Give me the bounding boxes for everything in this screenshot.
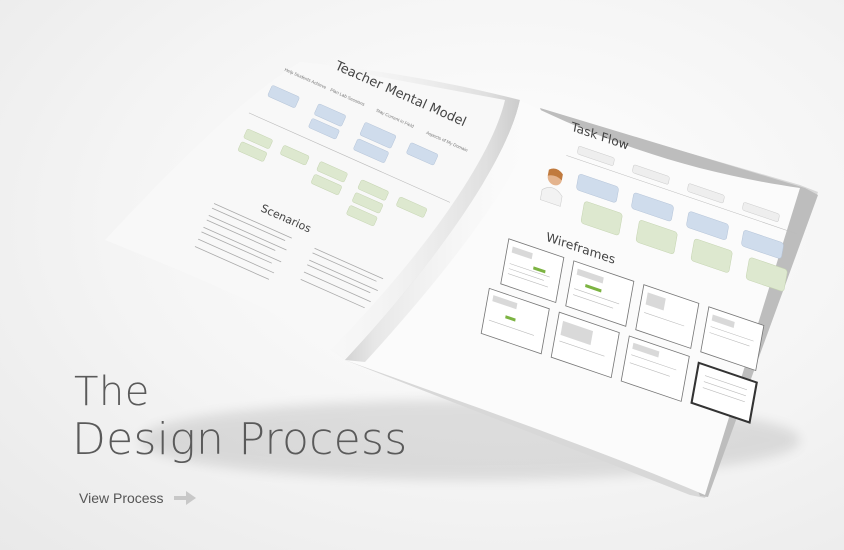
left-page xyxy=(105,62,520,360)
view-process-link[interactable]: View Process xyxy=(79,490,196,506)
view-process-label: View Process xyxy=(79,490,164,506)
hero-title-line1: The xyxy=(74,369,150,415)
hero-title-line2: Design Process xyxy=(72,414,408,465)
arrow-right-icon xyxy=(173,491,196,505)
